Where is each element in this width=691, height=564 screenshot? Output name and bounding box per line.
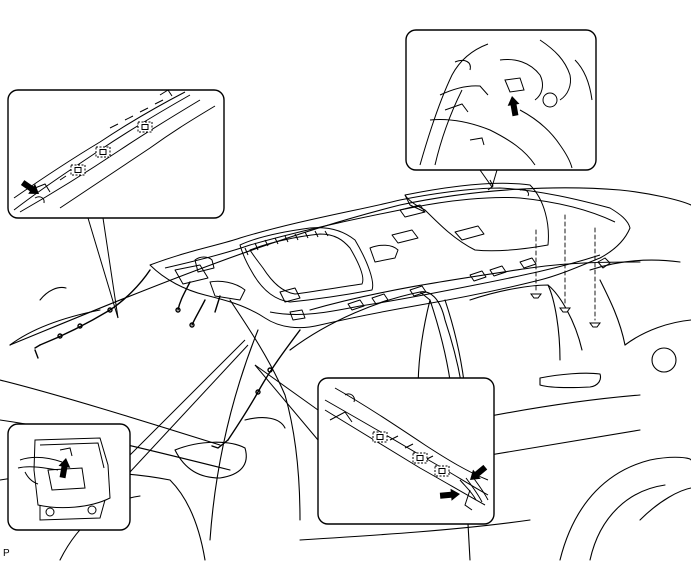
wire-harness: [34, 214, 596, 449]
detail-panel-console-connector: [7, 423, 131, 531]
headliner-assembly: [149, 179, 631, 329]
detail-panel-a-pillar-front: [7, 89, 225, 219]
callout-leaders: [87, 169, 498, 473]
figure-code: P: [3, 548, 10, 559]
detail-panel-rear-headliner: [405, 29, 597, 171]
clip-icon: [530, 293, 601, 328]
detail-panel-a-pillar-rear: [317, 377, 495, 525]
